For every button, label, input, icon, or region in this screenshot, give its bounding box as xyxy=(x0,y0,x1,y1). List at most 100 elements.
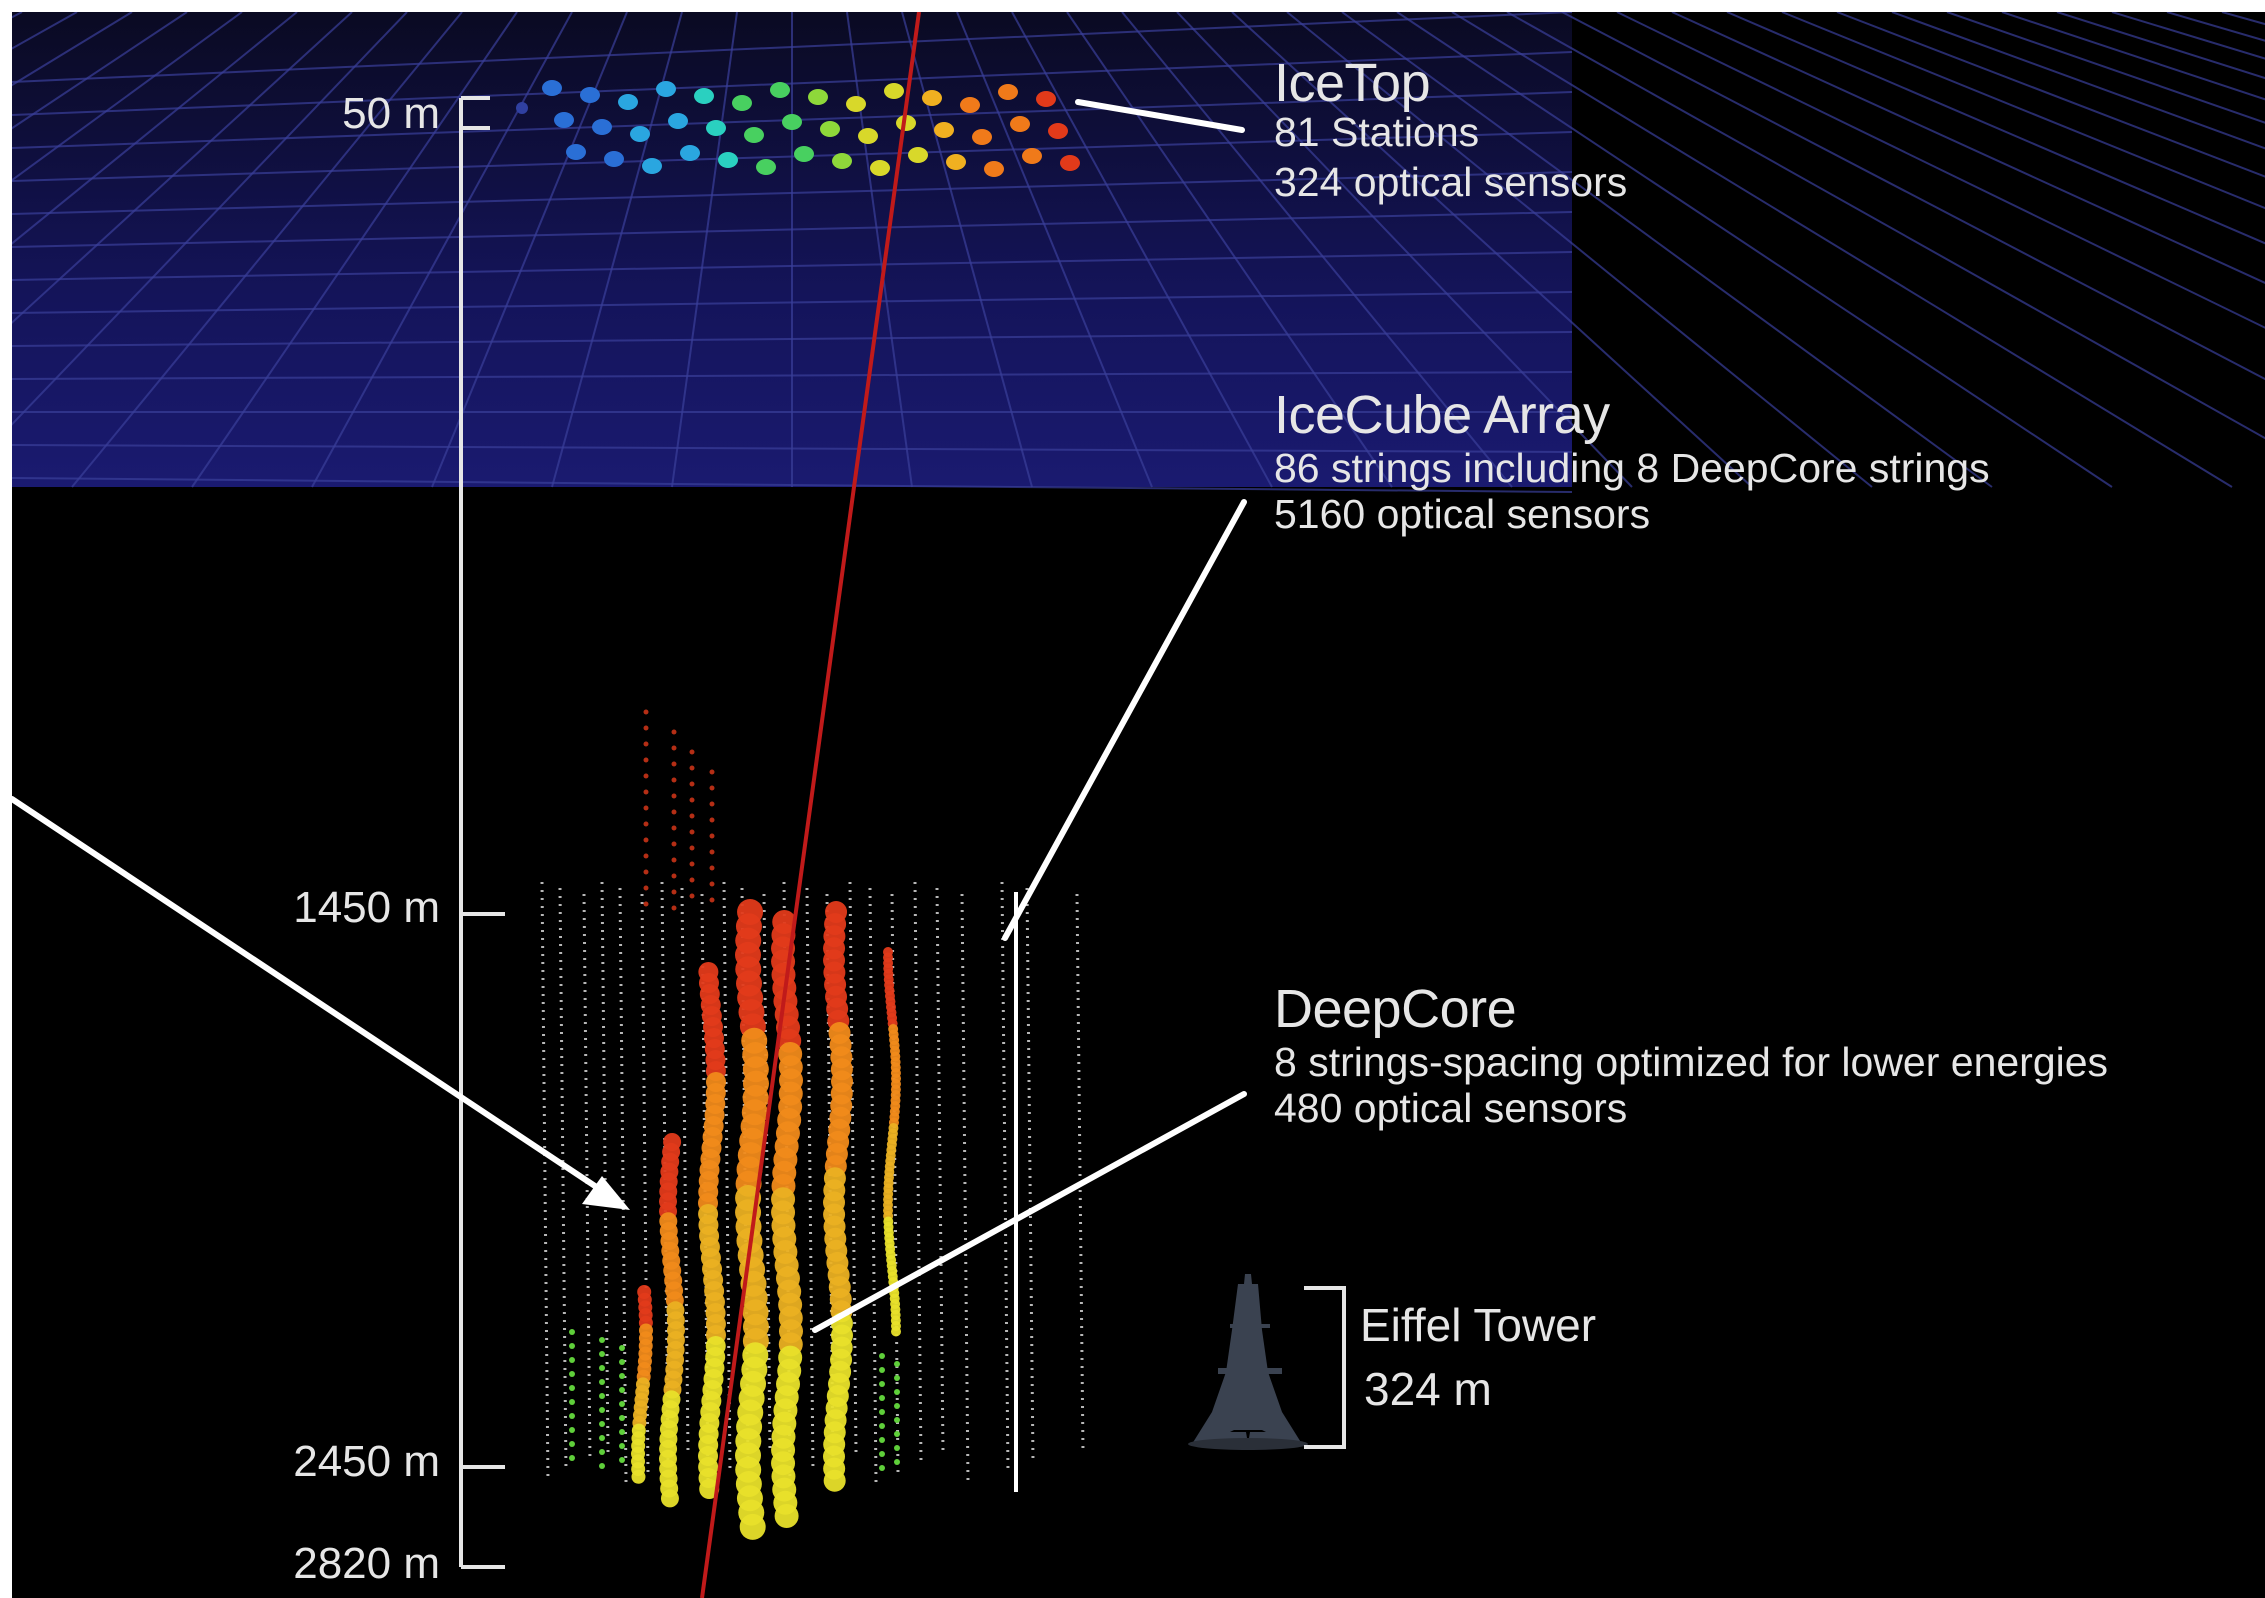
grid-line xyxy=(12,12,243,182)
icetop-station xyxy=(782,114,802,130)
icetop-station xyxy=(794,146,814,162)
icetop-station xyxy=(756,159,776,175)
detector-string xyxy=(1000,881,1010,1473)
hit-sensor xyxy=(709,881,715,887)
hit-sensor xyxy=(619,1401,625,1407)
hit-sensor xyxy=(689,813,695,819)
hit-sensor xyxy=(671,857,677,863)
icetop-station xyxy=(694,88,714,104)
hit-sensor xyxy=(894,1361,900,1367)
hit-sensor xyxy=(643,837,649,843)
detector-string xyxy=(722,881,732,1473)
hit-sensor xyxy=(569,1371,575,1377)
hit-sensor xyxy=(643,901,649,907)
hit-sensor xyxy=(709,833,715,839)
detector-strings xyxy=(540,881,1085,1492)
icecube-callout-line xyxy=(1002,499,1247,941)
icetop-sensors-text: 324 optical sensors xyxy=(1274,159,1628,205)
hit-sensor xyxy=(894,1445,900,1451)
icetop-station xyxy=(922,90,942,106)
hit-sensor xyxy=(894,1375,900,1381)
grid-line xyxy=(1671,12,2265,284)
hit-sensor xyxy=(599,1393,605,1399)
hit-sensor xyxy=(709,897,715,903)
hit-sensor xyxy=(619,1345,625,1351)
detector-string xyxy=(1075,893,1085,1453)
icecube-diagram: 50 m 1450 m 2450 m 2820 m IceTop 81 Stat… xyxy=(12,12,2265,1598)
detector-string xyxy=(558,887,568,1473)
grid-line xyxy=(956,12,1153,488)
icetop-station xyxy=(934,122,954,138)
icetop-station xyxy=(656,81,676,97)
hit-sensor xyxy=(643,885,649,891)
depth-scale-bar xyxy=(459,96,505,1569)
icetop-station xyxy=(580,87,600,103)
grid-line xyxy=(2111,12,2265,60)
depth-label-1450m: 1450 m xyxy=(293,883,440,932)
detector-string xyxy=(848,881,858,1453)
detector-string xyxy=(868,887,878,1483)
grid-line xyxy=(12,12,298,245)
hit-sensor xyxy=(689,845,695,851)
hit-sensor xyxy=(894,1403,900,1409)
hit-sensor xyxy=(879,1409,885,1415)
hit-sensor xyxy=(879,1423,885,1429)
detector-string xyxy=(618,887,628,1483)
deepcore-strings-text: 8 strings-spacing optimized for lower en… xyxy=(1274,1039,2109,1085)
depth-label-2450m: 2450 m xyxy=(293,1437,440,1486)
hit-sensor xyxy=(643,853,649,859)
icetop-station xyxy=(718,152,738,168)
hit-sensor xyxy=(619,1457,625,1463)
neutrino-arrow-line xyxy=(12,796,613,1199)
hit-sensors xyxy=(569,709,901,1540)
icetop-station xyxy=(984,161,1004,177)
hit-sensor xyxy=(823,1469,846,1492)
hit-sensor xyxy=(643,821,649,827)
icetop-title: IceTop xyxy=(1274,53,1431,113)
hit-sensor xyxy=(569,1455,575,1461)
grid-line xyxy=(12,12,353,324)
hit-sensor xyxy=(689,797,695,803)
icetop-station xyxy=(732,95,752,111)
hit-sensor xyxy=(671,825,677,831)
icetop-station xyxy=(846,96,866,112)
hit-sensor xyxy=(619,1373,625,1379)
hit-sensor xyxy=(671,729,677,735)
hit-sensor xyxy=(894,1417,900,1423)
hit-sensor xyxy=(643,789,649,795)
detector-string xyxy=(805,887,815,1473)
hit-sensor xyxy=(709,817,715,823)
hit-sensor xyxy=(709,769,715,775)
hit-sensor xyxy=(599,1463,605,1469)
depth-label-50m: 50 m xyxy=(342,89,440,138)
icetop-station xyxy=(516,102,528,114)
icetop-station xyxy=(668,113,688,129)
grid-line xyxy=(1121,12,1513,488)
hit-sensor xyxy=(689,781,695,787)
hit-sensor xyxy=(599,1337,605,1343)
hit-sensor xyxy=(879,1353,885,1359)
hit-sensor xyxy=(671,889,677,895)
grid-line xyxy=(1176,12,1633,488)
icecube-array-title: IceCube Array xyxy=(1274,385,1610,445)
grid-line xyxy=(1341,12,1993,488)
grid-line xyxy=(2221,12,2265,26)
eiffel-tower-icon xyxy=(1188,1274,1308,1450)
hit-sensor xyxy=(599,1449,605,1455)
detector-string xyxy=(762,893,772,1453)
hit-sensor xyxy=(774,1504,799,1528)
hit-sensor xyxy=(894,1431,900,1437)
icetop-station xyxy=(680,145,700,161)
eiffel-tower-height: 324 m xyxy=(1364,1363,1492,1415)
hit-sensor xyxy=(891,1326,901,1337)
grid-line xyxy=(846,12,913,488)
icetop-station xyxy=(870,160,890,176)
hit-sensor xyxy=(569,1357,575,1363)
icetop-station xyxy=(832,153,852,169)
hit-sensor xyxy=(643,709,649,715)
deepcore-callout-line xyxy=(812,1091,1247,1333)
hit-sensor xyxy=(599,1379,605,1385)
hit-sensor xyxy=(569,1329,575,1335)
icetop-station xyxy=(858,128,878,144)
hit-sensor xyxy=(619,1387,625,1393)
